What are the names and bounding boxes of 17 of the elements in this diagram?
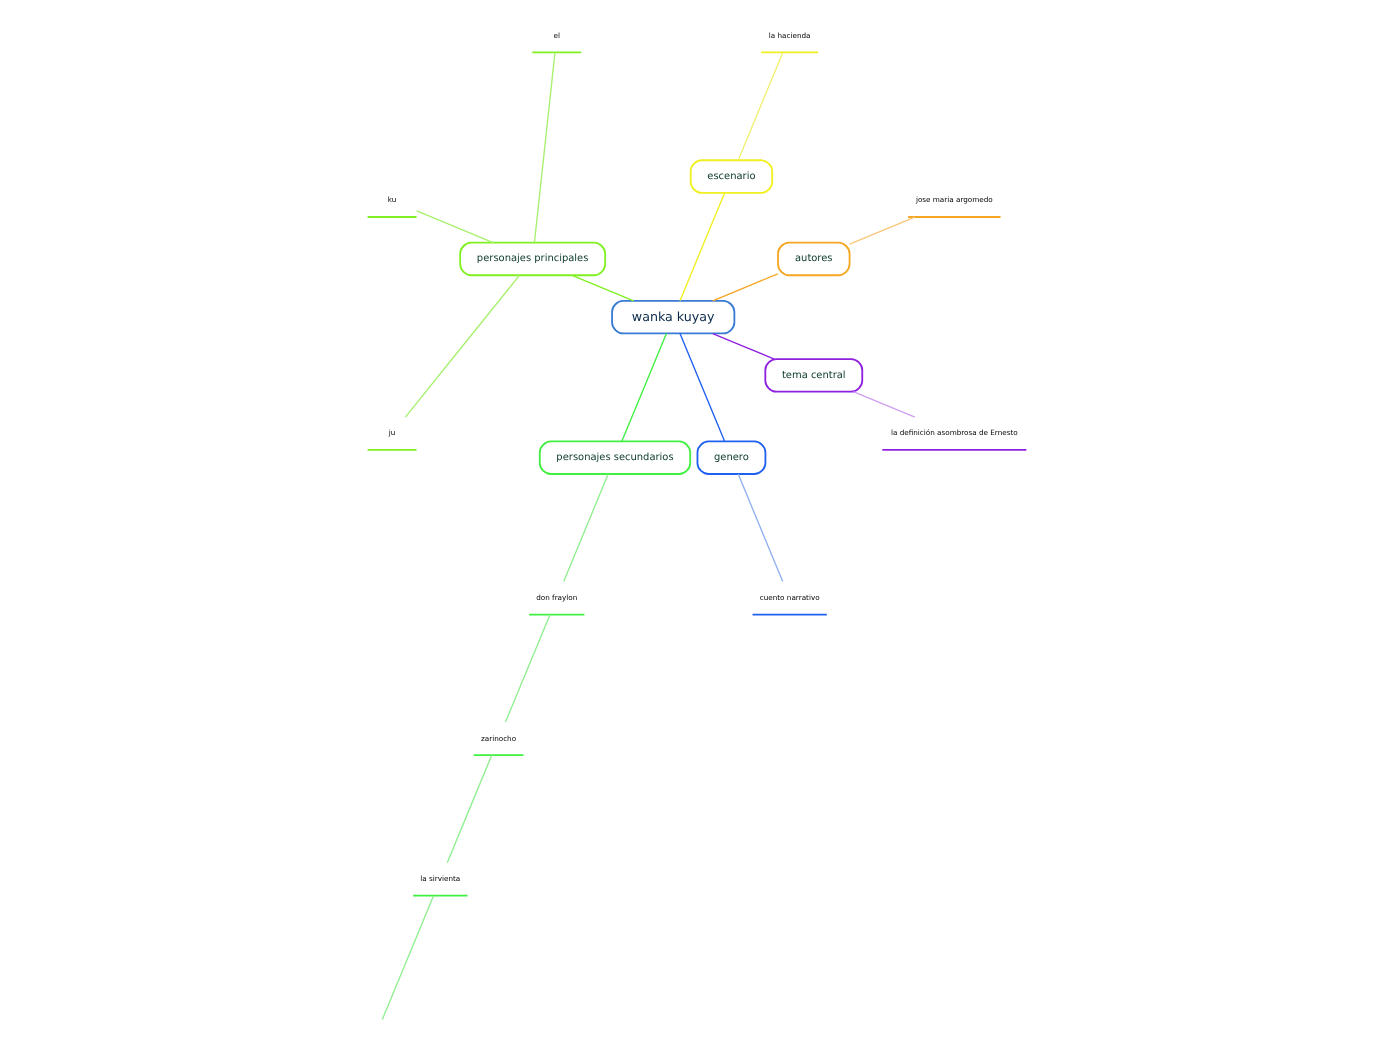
connector: [380, 895, 434, 1021]
connector: [736, 52, 783, 161]
connector: [532, 51, 555, 244]
connector: [445, 754, 492, 864]
connector: [503, 614, 550, 723]
connector: [562, 473, 608, 583]
connector: [403, 274, 520, 418]
connector: [711, 273, 778, 302]
connector: [620, 332, 667, 442]
connector: [678, 192, 725, 302]
connector: [415, 210, 493, 244]
connector: [678, 332, 725, 442]
connector: [570, 274, 634, 302]
connector: [736, 473, 783, 583]
connector: [851, 391, 915, 418]
connector: [847, 216, 915, 245]
connector: [711, 332, 774, 360]
